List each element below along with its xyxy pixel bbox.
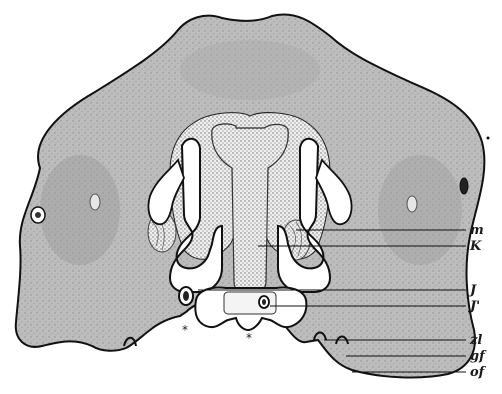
label-m: m (470, 223, 484, 238)
shade-top (180, 40, 320, 100)
edge-mark (487, 137, 490, 140)
label-gf: gf (470, 349, 487, 364)
label-K: K (469, 239, 482, 254)
vessel-right-outer (460, 178, 468, 194)
star-marker-right: * (246, 331, 252, 345)
shade-right (378, 155, 462, 265)
label-zl: zl (469, 333, 482, 348)
jacobson-organ-left-core (183, 291, 189, 301)
shade-left (40, 155, 120, 265)
vessel-left-inner (90, 194, 100, 210)
label-of: of (470, 365, 487, 380)
vessel-right-inner (407, 196, 417, 212)
star-marker-left: * (182, 323, 188, 337)
jacobson-organ-right-core (262, 299, 266, 305)
vessel-left-outer-dot (35, 212, 41, 218)
